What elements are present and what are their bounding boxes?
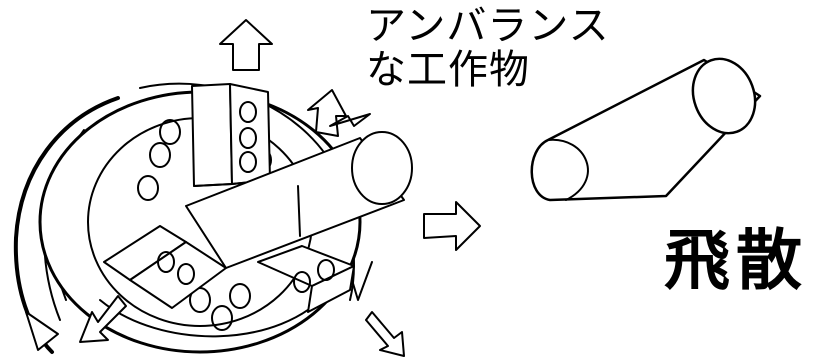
workpiece-label-line2: な工作物 (366, 47, 530, 93)
arrow-down-left-icon (80, 296, 126, 342)
scatter-label: 飛散 (664, 222, 808, 299)
workpiece-label: アンバランス な工作物 (366, 4, 610, 92)
scatter-arrows (80, 20, 480, 356)
workpiece-cylinder (186, 132, 412, 268)
jaw-right (258, 246, 354, 312)
jaw-top (192, 84, 270, 186)
arrow-up-icon (220, 20, 272, 70)
arrow-up-right-small-icon (330, 114, 370, 126)
scattered-workpiece (532, 50, 765, 200)
arrow-right-icon (424, 202, 480, 250)
arrow-down-right-icon (366, 312, 404, 356)
workpiece-label-line1: アンバランス (366, 3, 610, 49)
